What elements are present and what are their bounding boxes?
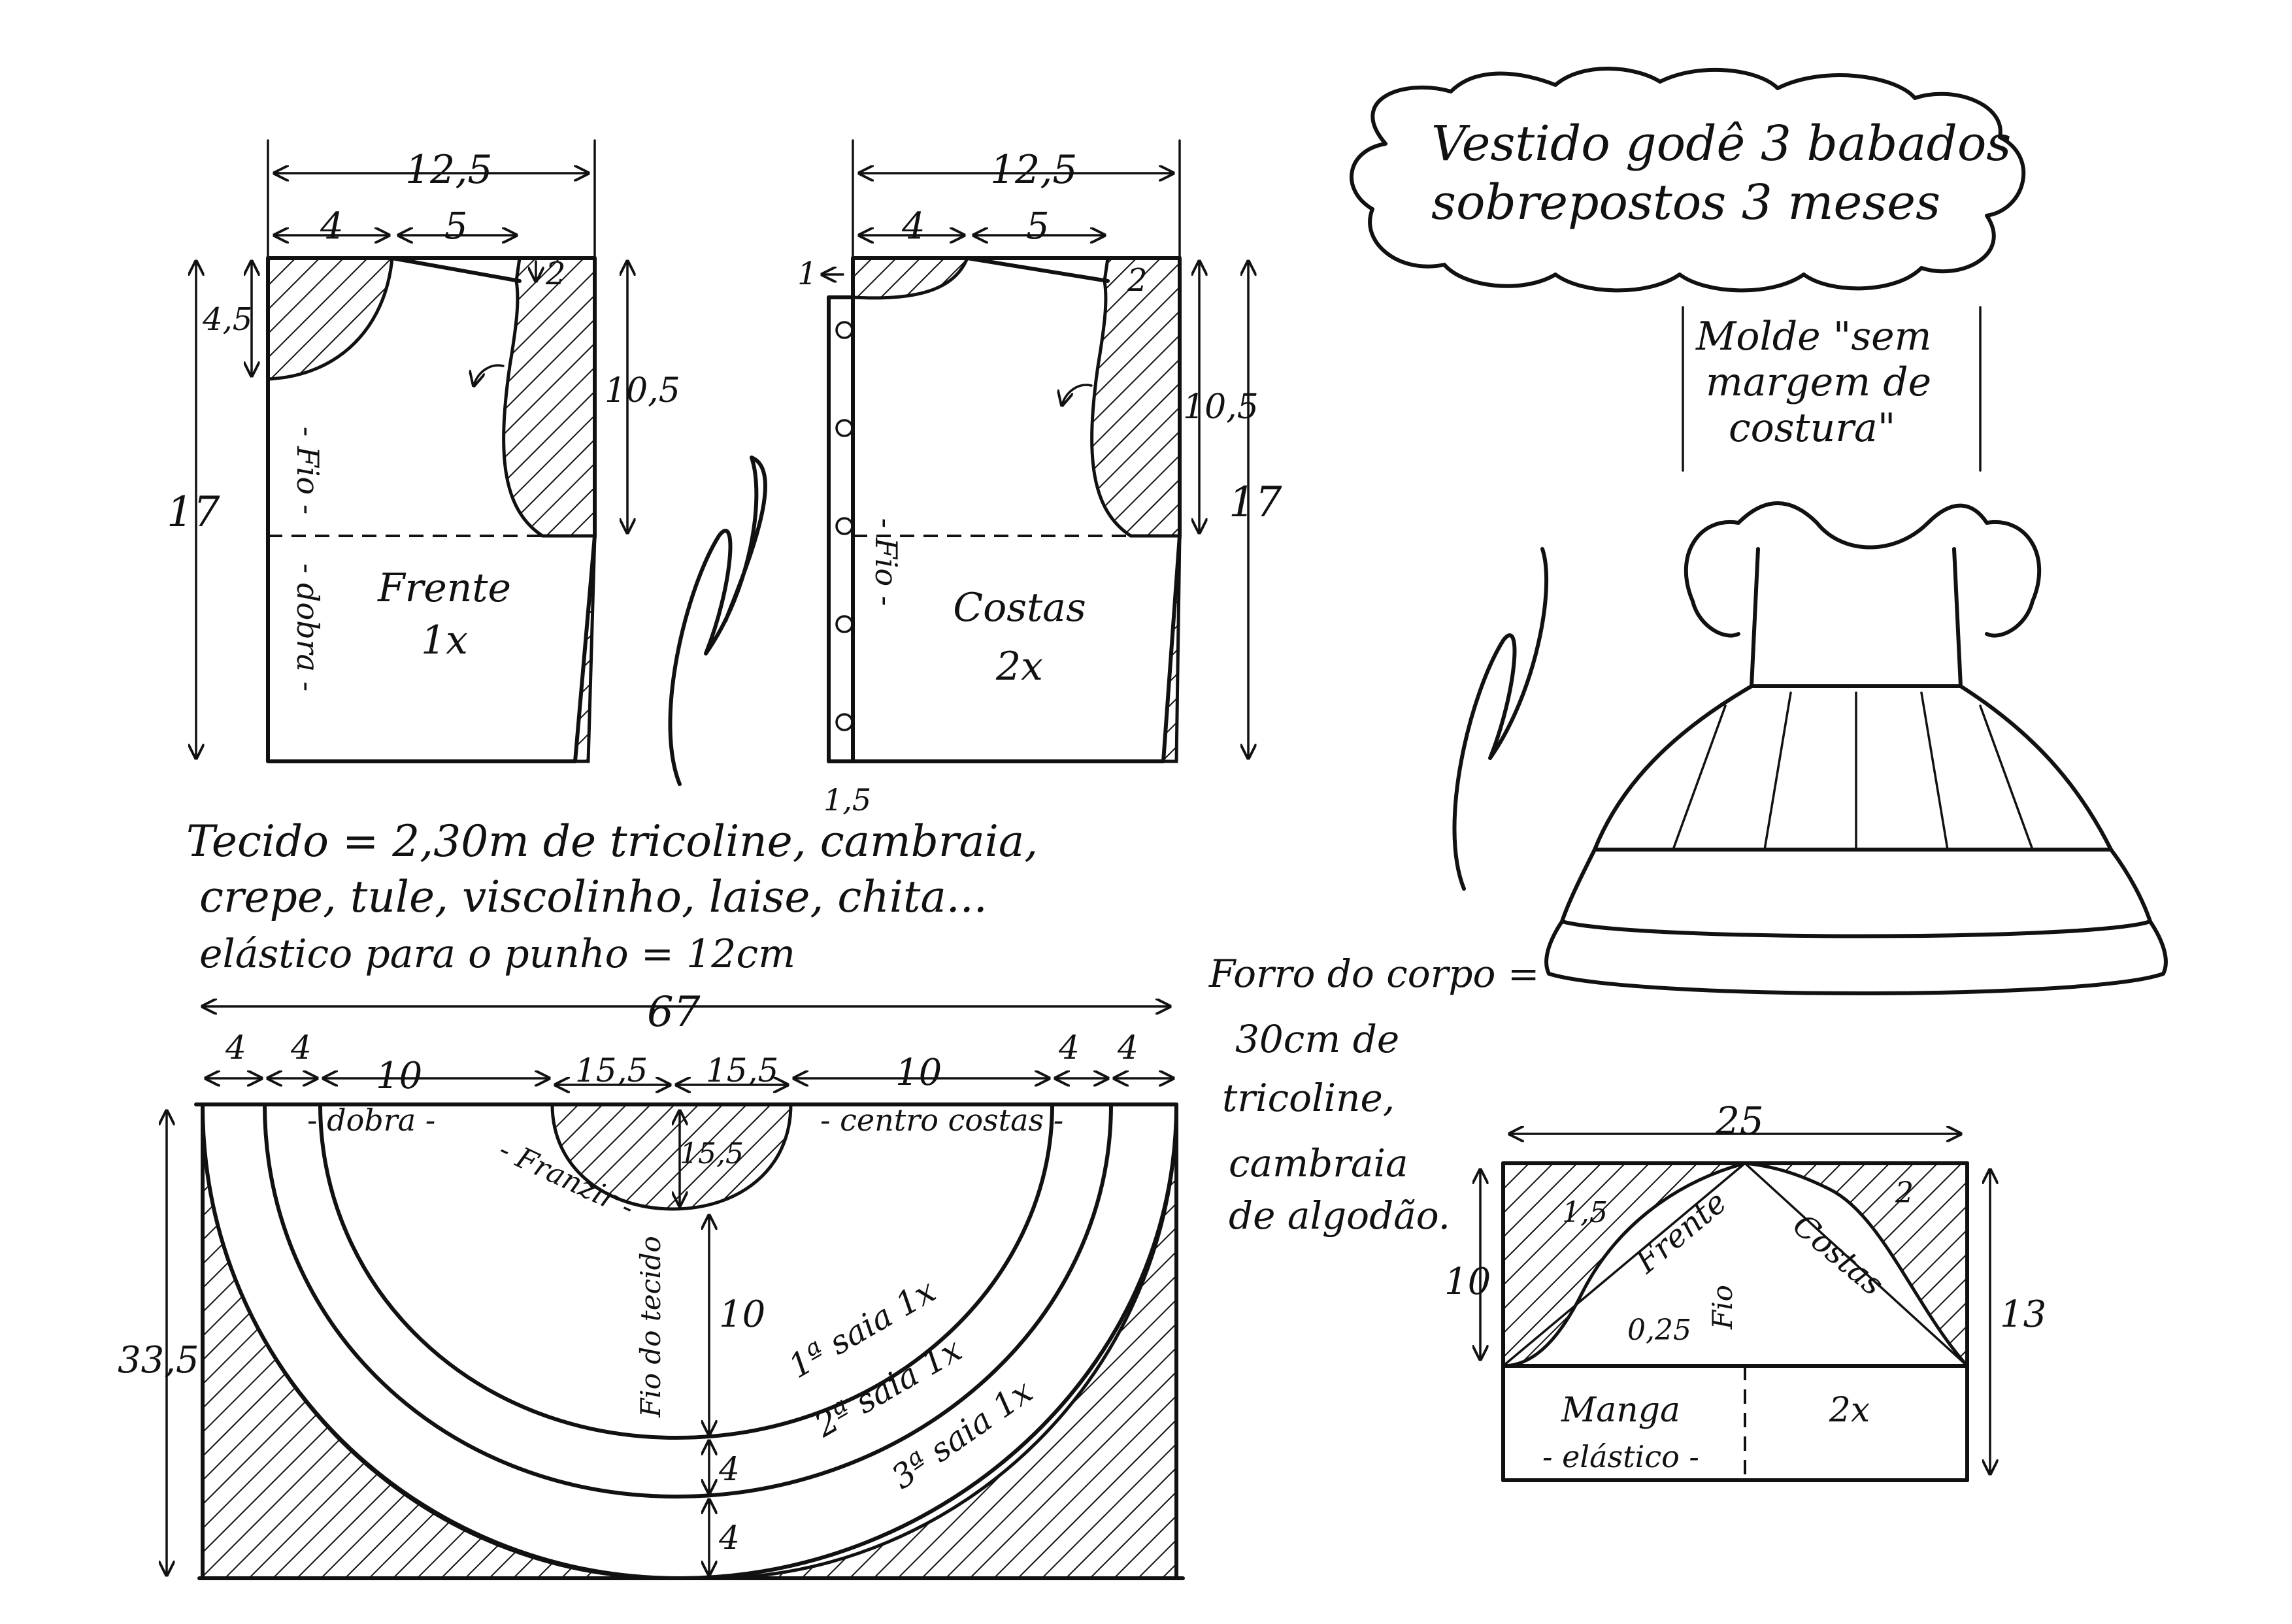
front-neck-width: 4 bbox=[320, 205, 344, 248]
front-shoulder-width: 5 bbox=[444, 205, 468, 248]
front-count: 1x bbox=[421, 618, 468, 663]
front-fold: - dobra - bbox=[290, 563, 325, 691]
skirt-seg-d: 15,5 bbox=[575, 1052, 648, 1089]
sleeve-label: Manga bbox=[1561, 1391, 1680, 1430]
lining-line5: de algodão. bbox=[1229, 1193, 1450, 1238]
back-label: Costas bbox=[953, 585, 1086, 631]
skirt-tier-gap2: 4 bbox=[718, 1519, 740, 1557]
back-shoulder-drop: 2 bbox=[1127, 262, 1148, 299]
back-width-label: 12,5 bbox=[990, 147, 1078, 193]
dress-illustration bbox=[1544, 501, 2168, 995]
note-line3: costura" bbox=[1729, 405, 1895, 451]
sleeve-grain: Fio bbox=[1706, 1285, 1738, 1330]
lining-line2: 30cm de bbox=[1235, 1017, 1399, 1061]
lining-line3: tricoline, bbox=[1222, 1076, 1395, 1120]
front-armhole-depth: 10,5 bbox=[605, 371, 680, 410]
button-mark bbox=[835, 713, 854, 731]
skirt-width: 67 bbox=[647, 988, 701, 1036]
front-grain: - Fio - bbox=[290, 427, 325, 515]
fabric-line3: elástico para o punho = 12cm bbox=[199, 931, 795, 977]
front-neck-drop: 4,5 bbox=[202, 301, 252, 338]
sleeve-back-rise: 2 bbox=[1895, 1176, 1914, 1210]
back-neck-width: 4 bbox=[901, 205, 925, 248]
fabric-line2: crepe, tule, viscolinho, laise, chita... bbox=[199, 872, 988, 922]
skirt-seg-b: 4 bbox=[290, 1029, 312, 1067]
seam-allowance-note: Molde "sem margem de costura" bbox=[1682, 306, 1982, 472]
back-bodice-piece: 12,5 4 5 1 2 10,5 17 - Fio - Costas 2x 1… bbox=[797, 139, 1282, 818]
sleeve-front-rise: 1,5 bbox=[1562, 1196, 1608, 1229]
skirt-height: 33,5 bbox=[118, 1339, 199, 1382]
skirt-seg-h: 4 bbox=[1117, 1029, 1138, 1067]
front-shoulder-drop: 2 bbox=[545, 256, 566, 292]
back-height: 17 bbox=[1229, 478, 1282, 527]
sleeve-elastic: - elástico - bbox=[1542, 1439, 1699, 1474]
lining-line4: cambraia bbox=[1229, 1141, 1408, 1185]
skirt-seg-c: 10 bbox=[376, 1055, 422, 1097]
title-line1: Vestido godê 3 babados bbox=[1431, 116, 2011, 172]
sleeve-low-point: 0,25 bbox=[1627, 1314, 1691, 1347]
back-grain: - Fio - bbox=[869, 518, 904, 606]
skirt-seg-g: 4 bbox=[1058, 1029, 1080, 1067]
button-mark bbox=[835, 615, 854, 633]
button-mark bbox=[835, 321, 854, 339]
skirt-seg-f: 10 bbox=[895, 1052, 942, 1094]
sleeve-height-left: 10 bbox=[1444, 1261, 1491, 1303]
title-cloud: Vestido godê 3 babados sobrepostos 3 mes… bbox=[1349, 67, 2026, 293]
fabric-line1: Tecido = 2,30m de tricoline, cambraia, bbox=[186, 816, 1038, 867]
skirt-seg-a: 4 bbox=[225, 1029, 246, 1067]
front-width-label: 12,5 bbox=[405, 147, 493, 193]
back-neck-drop: 1 bbox=[797, 256, 818, 292]
back-count: 2x bbox=[995, 644, 1043, 689]
note-line2: margem de bbox=[1706, 359, 1931, 405]
back-overlap: 1,5 bbox=[823, 782, 871, 818]
button-mark bbox=[835, 517, 854, 535]
skirt-center-back: - centro costas - bbox=[820, 1102, 1063, 1138]
sleeve-width: 25 bbox=[1715, 1099, 1764, 1143]
signature-mark bbox=[668, 456, 1549, 891]
skirt-seg-e: 15,5 bbox=[706, 1052, 778, 1089]
skirt-length: 10 bbox=[719, 1293, 765, 1336]
sleeve-piece: 25 10 13 Frente Costas 1,5 2 0,25 Fio Ma… bbox=[1444, 1099, 2046, 1482]
skirt-fold: - dobra - bbox=[307, 1102, 435, 1138]
title-line2: sobrepostos 3 meses bbox=[1431, 174, 1940, 231]
lining-line1: Forro do corpo = bbox=[1208, 952, 1540, 996]
skirt-radius: 15,5 bbox=[680, 1137, 744, 1170]
skirt-piece: 67 4 4 10 15,5 15,5 10 4 4 - dobra - - c… bbox=[118, 988, 1185, 1580]
button-mark bbox=[835, 419, 854, 437]
front-height: 17 bbox=[167, 488, 220, 537]
fabric-info: Tecido = 2,30m de tricoline, cambraia, c… bbox=[186, 816, 1038, 977]
front-label: Frente bbox=[377, 565, 511, 611]
lining-info: Forro do corpo = 30cm de tricoline, camb… bbox=[1208, 952, 1540, 1238]
sleeve-count: 2x bbox=[1829, 1391, 1870, 1430]
front-bodice-piece: 12,5 4 5 4,5 2 10,5 17 - Fio - - dobra -… bbox=[167, 139, 680, 763]
sleeve-height-right: 13 bbox=[2000, 1293, 2046, 1336]
back-shoulder-width: 5 bbox=[1026, 205, 1050, 248]
skirt-grain: Fio do tecido bbox=[635, 1236, 667, 1418]
note-line1: Molde "sem bbox=[1695, 314, 1932, 359]
skirt-tier-gap1: 4 bbox=[718, 1450, 740, 1488]
